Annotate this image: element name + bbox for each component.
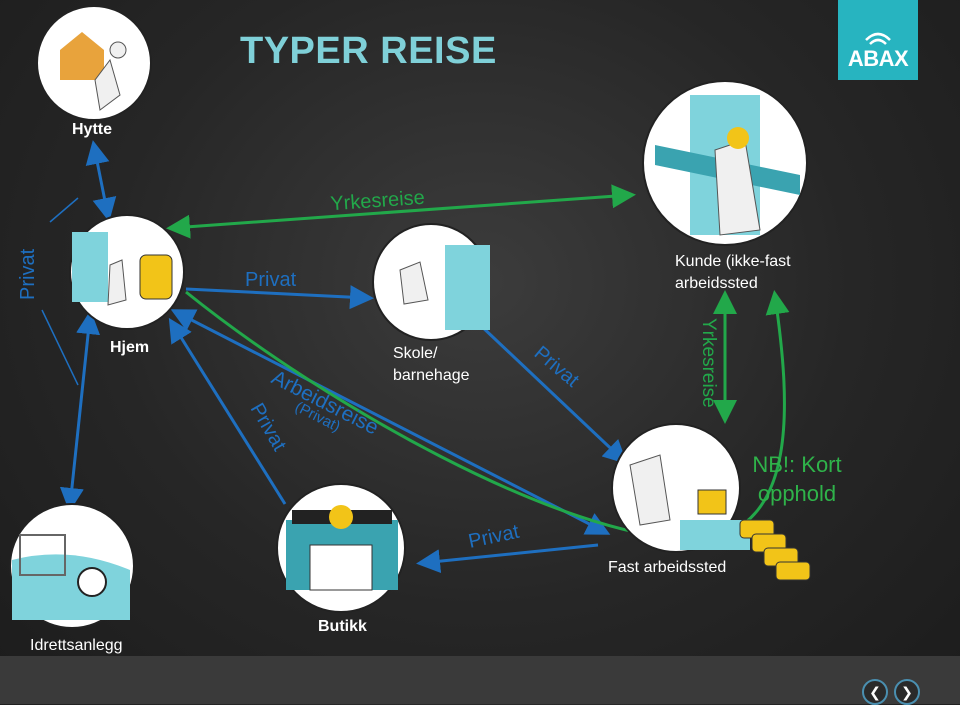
page-title: TYPER REISE — [240, 30, 497, 72]
bracket-bottom — [41, 309, 79, 386]
car-fleet-icon — [739, 519, 811, 581]
node-kunde-illustration — [642, 80, 808, 246]
node-butikk-illustration — [276, 483, 406, 613]
edge-label-privat-skole-fast: Privat — [530, 342, 584, 392]
arrow-yrkesreise-top — [166, 184, 636, 239]
arrow-butikk-hjem — [168, 317, 287, 505]
edge-label-privat-left: Privat — [17, 248, 39, 300]
arrow-hjem-fast — [170, 309, 611, 535]
note-kort-opphold: NB!: Kort opphold — [742, 450, 852, 508]
note-line2: opphold — [757, 481, 837, 506]
arrow-skole-fast — [476, 321, 628, 465]
arrow-hytte-hjem — [85, 140, 117, 222]
node-fast-illustration — [611, 423, 750, 553]
edge-label-privat-fast-butikk: Privat — [466, 521, 521, 553]
node-label-hytte: Hytte — [72, 121, 113, 138]
arrow-hjem-skole — [185, 285, 374, 310]
node-label-hjem: Hjem — [110, 339, 150, 356]
abax-logo: ABAX — [838, 0, 918, 80]
edge-label-privat-hjem-skole: Privat — [245, 269, 297, 291]
chevron-left-icon[interactable]: ❮ — [862, 679, 888, 705]
node-label-skole-2: barnehage — [393, 367, 470, 384]
node-label-idrett: Idrettsanlegg — [30, 637, 123, 654]
note-line1: NB!: Kort — [752, 452, 842, 477]
edge-label-privat-butikk-hjem: Privat — [246, 400, 291, 456]
logo-text: ABAX — [847, 46, 909, 71]
node-label-kunde-2: arbeidssted — [675, 275, 758, 292]
edge-label-yrkesreise-right: Yrkesreise — [698, 318, 719, 408]
node-label-kunde-1: Kunde (ikke-fast — [675, 253, 791, 270]
node-skole-illustration — [372, 223, 490, 341]
bracket-top — [49, 197, 79, 223]
node-hjem-illustration — [69, 214, 185, 330]
node-idrett-illustration — [9, 503, 135, 629]
node-hytte-illustration — [36, 5, 152, 121]
arrow-hjem-idrett — [59, 310, 101, 512]
chevron-right-icon[interactable]: ❯ — [894, 679, 920, 705]
node-label-butikk: Butikk — [318, 618, 367, 635]
node-label-skole-1: Skole/ — [393, 345, 438, 362]
node-label-fast: Fast arbeidssted — [608, 559, 727, 576]
arrow-fast-butikk — [416, 543, 599, 574]
wifi-icon — [865, 32, 891, 45]
bottom-bar — [0, 656, 960, 704]
